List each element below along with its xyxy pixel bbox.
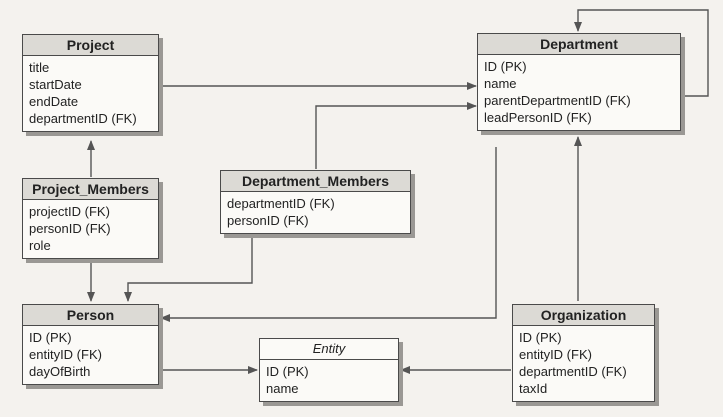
attribute: ID (PK) — [29, 330, 72, 345]
rel-deptmembers-department — [315, 102, 477, 169]
entity-project: Project title startDate endDate departme… — [22, 34, 159, 132]
attribute: departmentID (FK) — [29, 111, 137, 126]
entity-organization: Organization ID (PK) entityID (FK) depar… — [512, 304, 655, 402]
entity-title: Project — [23, 35, 158, 56]
attribute: personID (FK) — [29, 221, 111, 236]
attribute: parentDepartmentID (FK) — [484, 93, 631, 108]
entity-title: Department — [478, 34, 680, 55]
attribute: name — [484, 76, 517, 91]
entity-title: Organization — [513, 305, 654, 326]
attribute: taxId — [519, 381, 548, 396]
attribute: projectID (FK) — [29, 204, 110, 219]
attribute: ID (PK) — [484, 59, 527, 74]
rel-department-person — [160, 147, 497, 322]
attribute: entityID (FK) — [519, 347, 592, 362]
entity-entity: Entity ID (PK) name — [259, 338, 399, 402]
attribute: endDate — [29, 94, 79, 109]
entity-title: Project_Members — [23, 179, 158, 200]
attribute: entityID (FK) — [29, 347, 102, 362]
attribute: ID (PK) — [266, 364, 309, 379]
entity-title: Person — [23, 305, 158, 326]
attribute: ID (PK) — [519, 330, 562, 345]
attribute: dayOfBirth — [29, 364, 91, 379]
entity-title: Department_Members — [221, 171, 410, 192]
attribute: title — [29, 60, 50, 75]
entity-person: Person ID (PK) entityID (FK) dayOfBirth — [22, 304, 159, 385]
attribute: personID (FK) — [227, 213, 309, 228]
attribute: departmentID (FK) — [519, 364, 627, 379]
entity-department-members: Department_Members departmentID (FK) per… — [220, 170, 411, 234]
entity-title: Entity — [260, 339, 398, 360]
attribute: name — [266, 381, 299, 396]
attribute: role — [29, 238, 51, 253]
entity-department: Department ID (PK) name parentDepartment… — [477, 33, 681, 131]
rel-deptmembers-person — [124, 238, 253, 302]
attribute: departmentID (FK) — [227, 196, 335, 211]
attribute: leadPersonID (FK) — [484, 110, 592, 125]
entity-project-members: Project_Members projectID (FK) personID … — [22, 178, 159, 259]
attribute: startDate — [29, 77, 82, 92]
rel-department-parent — [574, 9, 709, 97]
